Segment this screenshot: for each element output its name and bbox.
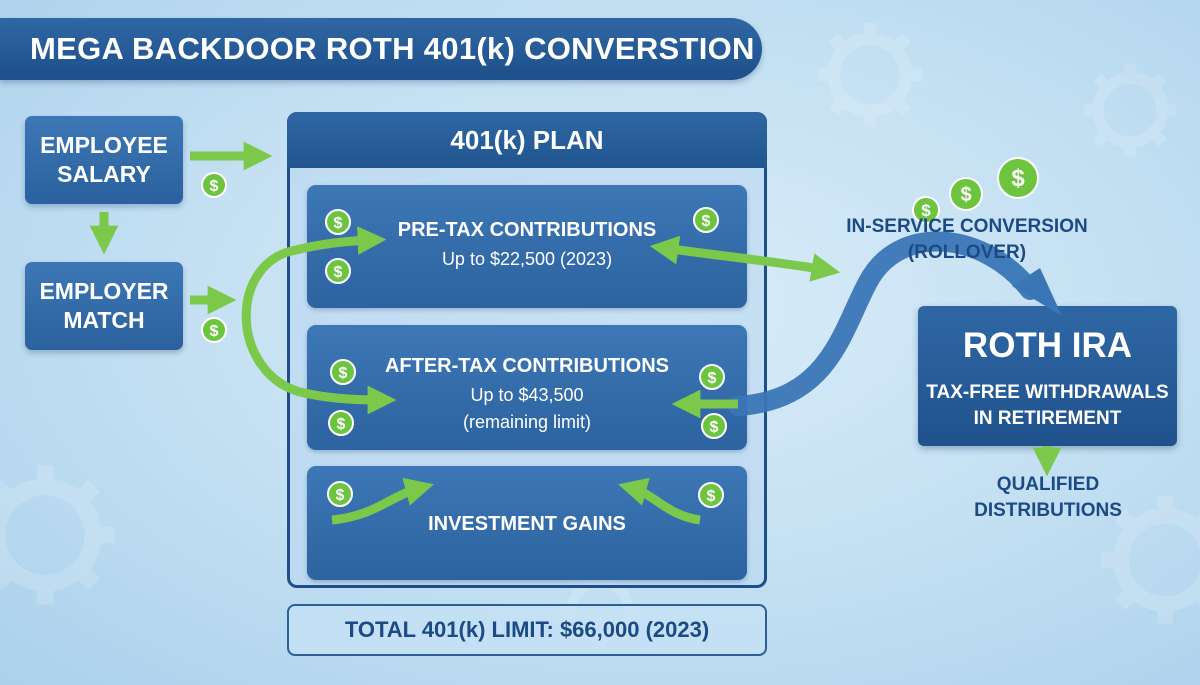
pretax-title: PRE-TAX CONTRIBUTIONS: [397, 219, 657, 241]
aftertax-title: AFTER-TAX CONTRIBUTIONS: [384, 355, 670, 377]
qualified-line1: QUALIFIED: [996, 474, 1100, 495]
roth-benefit-line2: IN RETIREMENT: [973, 408, 1122, 429]
roth-benefit-line1: TAX-FREE WITHDRAWALS: [926, 382, 1169, 403]
page-title: MEGA BACKDOOR ROTH 401(k) CONVERSTION: [30, 31, 755, 66]
pretax-limit: Up to $22,500 (2023): [441, 249, 613, 269]
aftertax-note: (remaining limit): [462, 412, 592, 432]
conversion-label: IN-SERVICE CONVERSION (ROLLOVER): [842, 214, 1092, 266]
pretax-box: PRE-TAX CONTRIBUTIONS Up to $22,500 (202…: [307, 185, 747, 308]
employer-match-box: EMPLOYER MATCH: [25, 262, 183, 350]
gear-icon: [0, 465, 115, 604]
total-limit-label: TOTAL 401(k) LIMIT: $66,000 (2023): [344, 617, 710, 642]
roth-ira-benefit: TAX-FREE WITHDRAWALS IN RETIREMENT: [918, 380, 1177, 432]
match-label-line1: EMPLOYER: [39, 278, 169, 304]
match-label-line2: MATCH: [63, 307, 145, 333]
employee-salary-box: EMPLOYEE SALARY: [25, 116, 183, 204]
gains-title: INVESTMENT GAINS: [428, 513, 626, 535]
aftertax-limit: Up to $43,500: [470, 385, 584, 405]
gear-icon: [1084, 64, 1177, 157]
title-banner: MEGA BACKDOOR ROTH 401(k) CONVERSTION: [0, 18, 762, 80]
plan-header: 401(k) PLAN: [287, 112, 767, 168]
salary-label-line1: EMPLOYEE: [40, 132, 168, 158]
conversion-label-line1: IN-SERVICE CONVERSION: [846, 216, 1088, 237]
total-limit-box: TOTAL 401(k) LIMIT: $66,000 (2023): [287, 604, 767, 656]
salary-label-line2: SALARY: [57, 161, 151, 187]
aftertax-box: AFTER-TAX CONTRIBUTIONS Up to $43,500 (r…: [307, 325, 747, 450]
roth-ira-title: ROTH IRA: [962, 326, 1133, 365]
gains-box: INVESTMENT GAINS: [307, 466, 747, 580]
qualified-distributions-label: QUALIFIED DISTRIBUTIONS: [958, 472, 1138, 524]
qualified-line2: DISTRIBUTIONS: [974, 500, 1122, 521]
roth-ira-box: ROTH IRA TAX-FREE WITHDRAWALS IN RETIREM…: [918, 306, 1177, 446]
conversion-label-line2: (ROLLOVER): [907, 242, 1027, 263]
gear-icon: [818, 23, 922, 127]
